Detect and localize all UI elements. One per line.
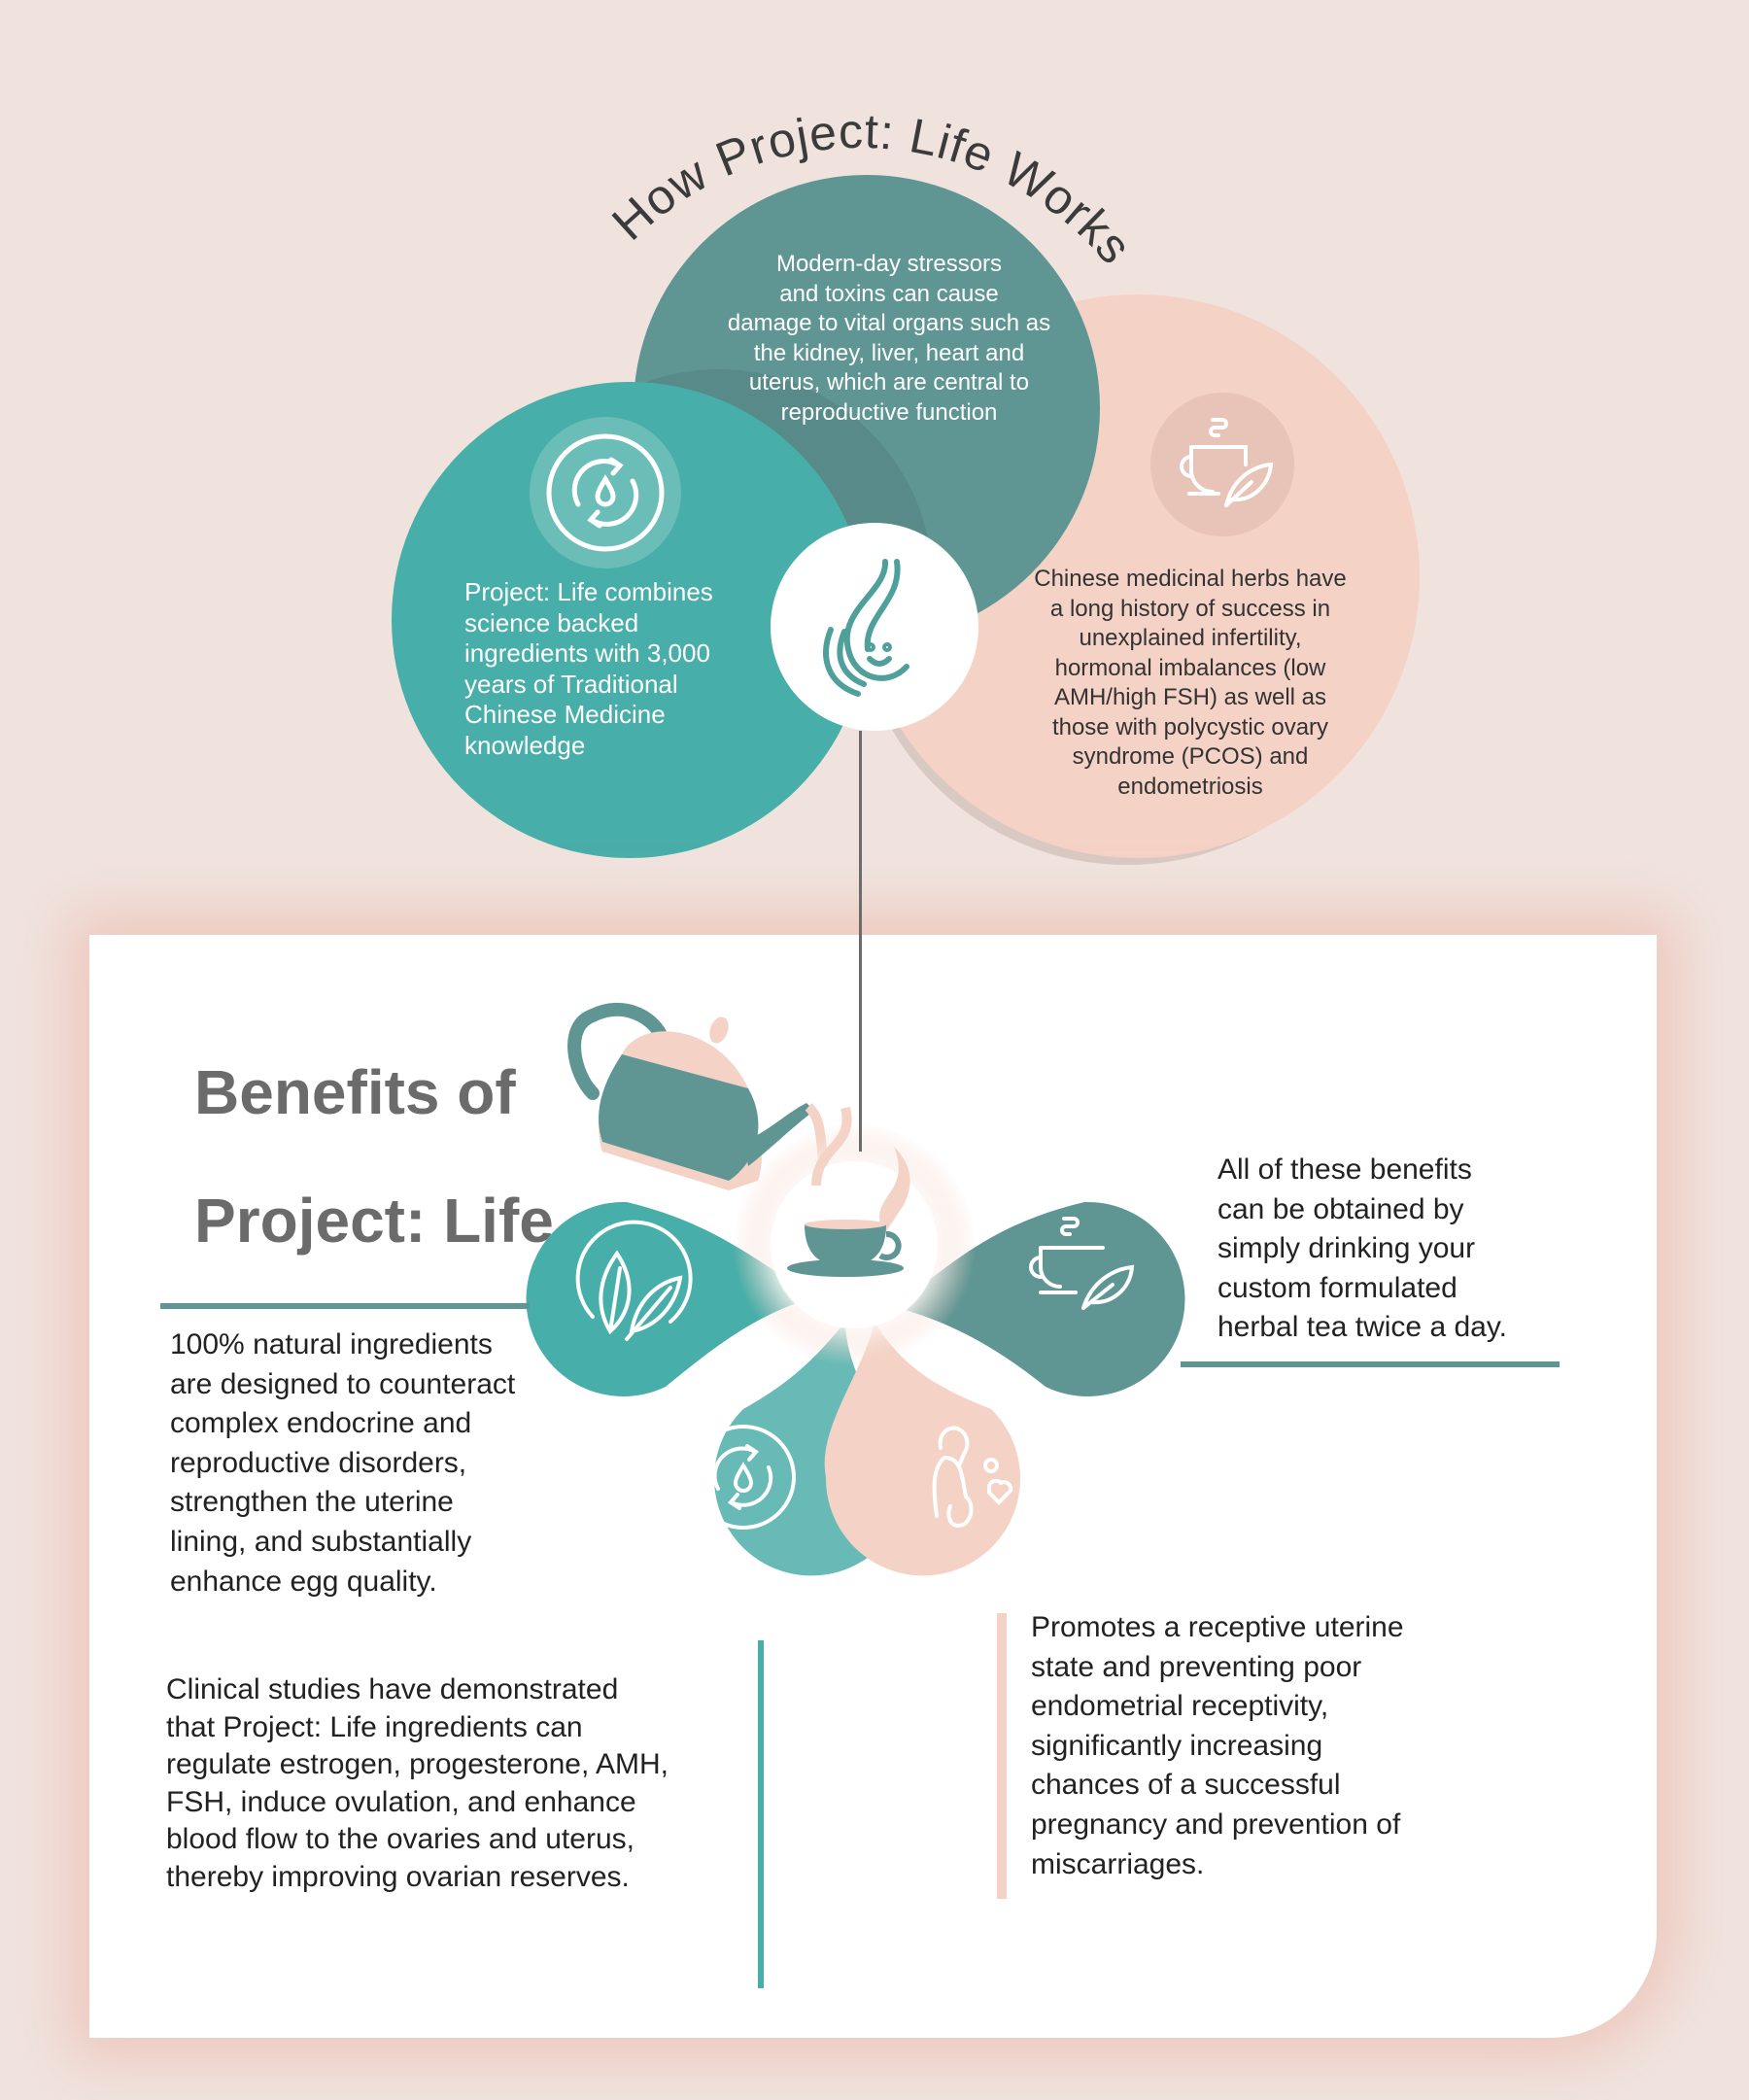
connector-line (859, 731, 862, 1152)
drinking-text: All of these benefits can be obtained by… (1217, 1153, 1507, 1344)
leaves-icon (575, 1220, 693, 1341)
herbal-tea-icon-2 (1029, 1217, 1135, 1310)
benefits-title-line2: Project: Life (194, 1186, 554, 1256)
logo-circle (771, 523, 978, 731)
clinical-studies-text: Clinical studies have demonstrated that … (166, 1673, 669, 1893)
natural-ingredients-text: 100% natural ingredients are designed to… (170, 1328, 516, 1598)
project-life-logo-icon (823, 559, 909, 697)
benefits-title: Benefits of Project: Life (194, 996, 554, 1253)
herbs-text: Chinese medicinal herbs have a long hist… (1034, 566, 1347, 800)
stressors-text: Modern-day stressors and toxins can caus… (727, 251, 1051, 426)
herbal-tea-icon-badge (1150, 393, 1294, 536)
benefits-flower (526, 1106, 1185, 1576)
divider-clinical (758, 1640, 764, 1988)
water-cycle-icon-2 (691, 1425, 796, 1530)
benefits-title-line1: Benefits of (194, 1057, 516, 1127)
herbal-tea-icon (1180, 418, 1274, 507)
petal-tea (894, 1201, 1185, 1396)
divider-drinking (1181, 1361, 1560, 1367)
promotes-text: Promotes a receptive uterine state and p… (1031, 1611, 1404, 1880)
cycle-icon-badge (530, 417, 681, 568)
divider-natural (160, 1303, 530, 1309)
teacup-icon (787, 1220, 904, 1277)
combines-text: Project: Life combines science backed in… (464, 577, 713, 760)
divider-promotes (997, 1613, 1007, 1899)
water-cycle-icon (546, 433, 665, 552)
pregnancy-icon (932, 1426, 1013, 1529)
